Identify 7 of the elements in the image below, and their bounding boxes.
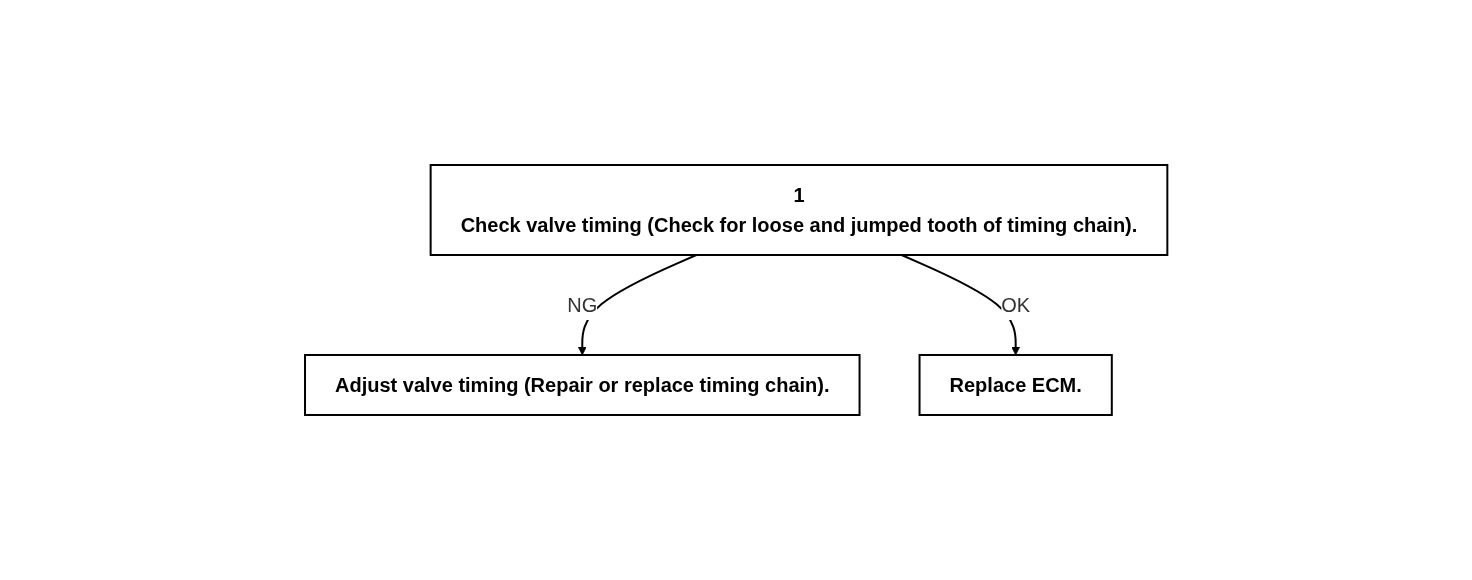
- arrow: [577, 254, 698, 356]
- edge-label: NG: [567, 293, 598, 316]
- node-box: Adjust valve timing (Repair or replace timing chain).: [303, 354, 861, 416]
- node-box: Replace ECM.: [918, 354, 1113, 416]
- node-box: 1 Check valve timing (Check for loose and jumped tooth of timing chain).: [429, 164, 1169, 256]
- arrow: [900, 254, 1020, 356]
- edge-label: OK: [1001, 293, 1030, 316]
